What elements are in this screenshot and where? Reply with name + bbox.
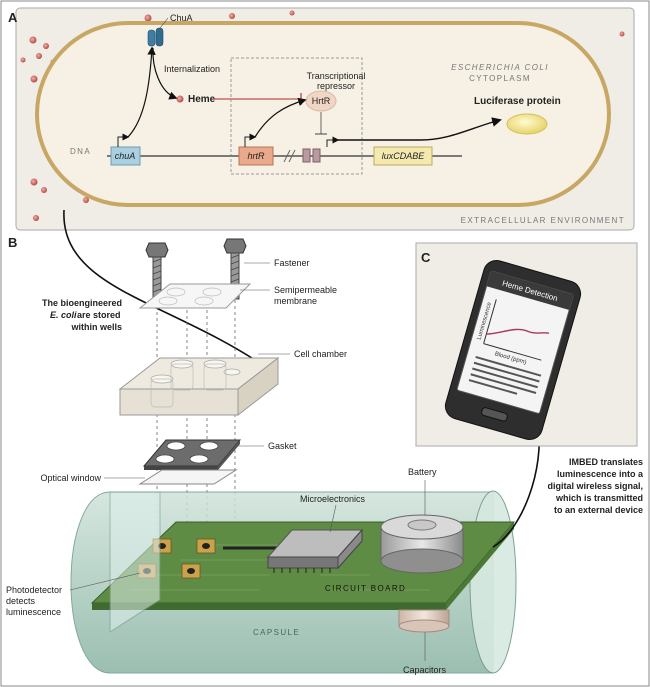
- battery-icon: [380, 514, 464, 574]
- luminescence-curve: [486, 328, 550, 335]
- panel-b: B: [6, 209, 644, 675]
- gene-hrtr-label: hrtR: [247, 151, 265, 161]
- panel-a-letter: A: [8, 10, 18, 25]
- hrtr-protein-label: HrtR: [312, 96, 331, 106]
- panel-b-letter: B: [8, 235, 17, 250]
- imbed-label-2: luminescence into a: [557, 469, 644, 479]
- heme-label: Heme: [188, 94, 216, 105]
- membrane-label-2: membrane: [274, 296, 317, 306]
- internalization-label: Internalization: [164, 64, 220, 74]
- chua-label: ChuA: [170, 13, 193, 23]
- operator-site-1: [302, 148, 311, 163]
- fastener-right-icon: [223, 238, 247, 300]
- extracellular-label: EXTRACELLULAR ENVIRONMENT: [461, 216, 625, 225]
- capsule-window: [109, 491, 161, 633]
- optical-window-label: Optical window: [40, 473, 101, 483]
- gene-chua-label: chuA: [115, 151, 136, 161]
- photodetector-label-1: Photodetector: [6, 585, 62, 595]
- dna-label: DNA: [70, 147, 91, 156]
- gasket: [142, 439, 242, 470]
- internal-heme-icon: [176, 95, 184, 103]
- capsule-label: CAPSULE: [253, 628, 300, 637]
- panel-a: A ESCHERICHIA COLI CYTOPLASM ChuA Intern…: [8, 7, 635, 231]
- repressor-label-1: Transcriptional: [307, 71, 366, 81]
- imbed-label-1: IMBED translates: [569, 457, 643, 467]
- bioengineered-label-1: The bioengineered: [42, 298, 122, 308]
- luciferase-label: Luciferase protein: [474, 96, 561, 107]
- bioengineered-label-2: E. coli: [50, 310, 77, 320]
- gene-chua: [110, 146, 141, 166]
- repressor-label-2: repressor: [317, 81, 355, 91]
- gene-lux: [373, 146, 433, 166]
- semipermeable-membrane: [138, 283, 252, 309]
- cell-chamber-label: Cell chamber: [294, 349, 347, 359]
- extracellular-heme-dots: [20, 10, 625, 221]
- home-button[interactable]: [481, 407, 508, 422]
- membrane-label-1: Semipermeable: [274, 285, 337, 295]
- bioengineered-label-3: are stored: [77, 310, 121, 320]
- microelectronics-chip: [266, 528, 364, 573]
- capacitors-label: Capacitors: [403, 665, 447, 675]
- optical-window: [138, 469, 238, 485]
- cell-chamber: [118, 356, 280, 417]
- gene-lux-label: luxCDABE: [382, 151, 426, 161]
- imbed-label-5: to an external device: [554, 505, 643, 515]
- chua-transporter-icon: [147, 27, 164, 47]
- gasket-label: Gasket: [268, 441, 297, 451]
- fastener-label: Fastener: [274, 258, 310, 268]
- imbed-label-4: which is transmitted: [555, 493, 643, 503]
- capacitor-icon: [398, 609, 450, 633]
- gene-hrtr: [238, 146, 274, 166]
- imbed-label-3: digital wireless signal,: [547, 481, 643, 491]
- regulatory-box: [230, 57, 363, 175]
- bioengineered-label-4: within wells: [70, 322, 122, 332]
- panel-c: C Heme Detection Luminescence Blood (ppm…: [415, 242, 638, 447]
- photodetector-label-2: detects: [6, 596, 36, 606]
- bacteria-transfer-arrow: [63, 209, 272, 372]
- photodetector-label-3: luminescence: [6, 607, 61, 617]
- luciferase-icon: [506, 113, 548, 135]
- cytoplasm-label-2: CYTOPLASM: [469, 74, 531, 83]
- circuit-board-label: CIRCUIT BOARD: [325, 584, 406, 593]
- smartphone: Heme Detection Luminescence Blood (ppm): [444, 259, 582, 441]
- battery-label: Battery: [408, 467, 437, 477]
- microelectronics-label: Microelectronics: [300, 494, 366, 504]
- cytoplasm-label-1: ESCHERICHIA COLI: [451, 63, 549, 72]
- operator-site-2: [312, 148, 321, 163]
- ecoli-cell: [35, 21, 611, 207]
- panel-c-letter: C: [421, 250, 431, 265]
